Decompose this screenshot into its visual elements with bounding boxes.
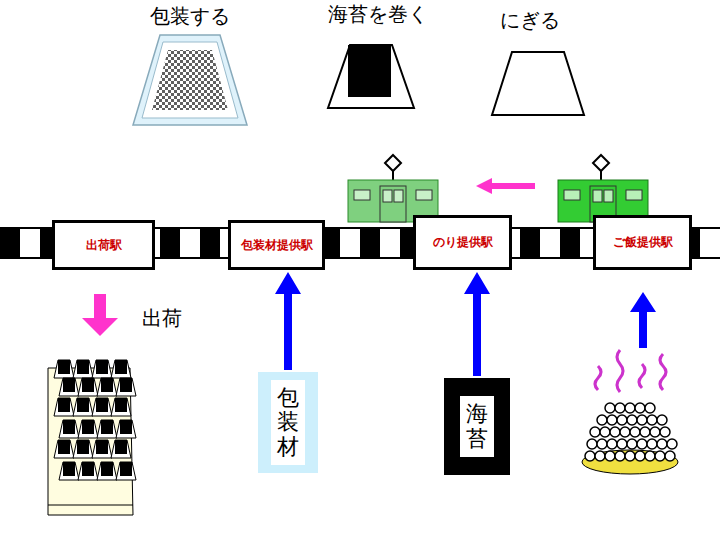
onigiri-pallet xyxy=(48,360,136,515)
shipping-label: 出荷 xyxy=(142,305,182,332)
shipping-arrow xyxy=(82,294,118,336)
vertical-label: 海苔 xyxy=(460,396,494,456)
station-name: 包装材提供駅 xyxy=(241,237,313,254)
station-box: ご飯提供駅 xyxy=(593,215,692,270)
supply-arrow xyxy=(275,272,301,370)
station-name: 出荷駅 xyxy=(86,237,122,254)
vertical-label: 包装材 xyxy=(271,380,305,465)
plain-onigiri xyxy=(492,52,584,115)
station-box: 包装材提供駅 xyxy=(228,220,325,270)
station-name: のり提供駅 xyxy=(433,234,493,251)
nori-onigiri xyxy=(328,45,414,108)
packaged-onigiri xyxy=(133,35,247,125)
nori-pack: 海苔 xyxy=(444,378,510,475)
train-left xyxy=(348,155,438,222)
step-label: 包装する xyxy=(150,3,230,30)
station-box: のり提供駅 xyxy=(413,215,512,270)
step-label: にぎる xyxy=(500,7,560,34)
rice-arrow xyxy=(630,292,656,348)
rice-pile xyxy=(582,403,678,474)
direction-arrow xyxy=(476,178,535,194)
supply-arrow xyxy=(464,272,490,376)
step-label: 海苔を巻く xyxy=(328,1,428,28)
train-right xyxy=(558,155,648,222)
station-box: 出荷駅 xyxy=(52,220,155,270)
station-name: ご飯提供駅 xyxy=(613,234,673,251)
steam xyxy=(595,350,666,392)
packaging-material: 包装材 xyxy=(258,372,318,473)
